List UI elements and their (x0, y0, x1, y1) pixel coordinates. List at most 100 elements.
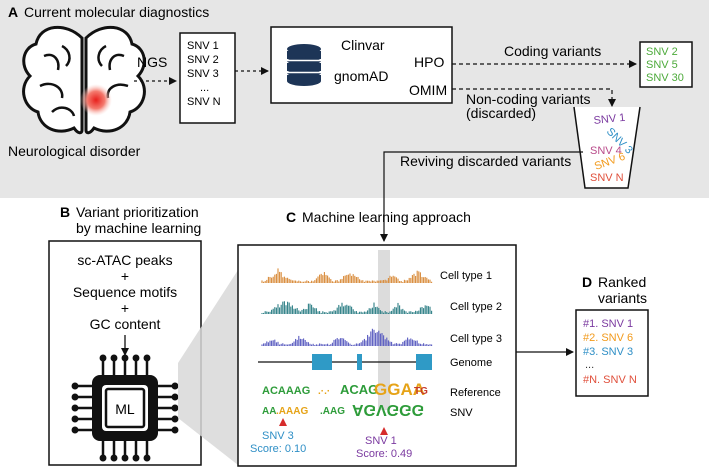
track-label: Cell type 1 (440, 270, 492, 282)
noncoding-discarded: (discarded) (466, 105, 536, 121)
coding-snv: SNV 5 (646, 59, 678, 71)
feature-motifs: Sequence motifs (73, 284, 177, 300)
genome-exon (312, 354, 332, 370)
reviving-label: Reviving discarded variants (400, 153, 571, 169)
reference-motif-logo: ACAAAG .·.· ACAG GGAA TG (262, 380, 428, 399)
panel-d-title: Ranked (598, 274, 646, 290)
db-hpo: HPO (414, 54, 444, 70)
snv-motif-logo: AA .AAAG .AAG AGVGGG (262, 401, 424, 418)
rank-item: #2. SNV 6 (583, 332, 633, 344)
panel-d-subtitle: variants (598, 290, 647, 306)
bin-snv: SNV 4 (590, 145, 622, 157)
chip-pin-end (110, 454, 118, 462)
track-cell-type-2 (261, 301, 433, 314)
ref-motif-right: TG (414, 386, 428, 397)
lesion-highlight (80, 84, 112, 116)
snv1-score: Score: 0.49 (356, 448, 412, 460)
coding-box (639, 41, 693, 88)
snv3-marker (279, 418, 287, 426)
chip-pin-end (99, 454, 107, 462)
ref-motif-center: GGAA (374, 380, 425, 399)
panel-b-letter: B (60, 204, 70, 220)
track-label: Reference (450, 387, 501, 399)
bin-snv: SNV N (590, 172, 624, 184)
track-label: Cell type 2 (450, 301, 502, 313)
ref-motif-dots: .·.· (318, 386, 330, 397)
bin-snv: SNV 1 (593, 112, 626, 127)
ref-motif-left: ACAAAG (262, 385, 310, 397)
chip-pin-end (71, 426, 79, 434)
feature-gc: GC content (90, 316, 161, 332)
chip-pin-end (143, 354, 151, 362)
coding-label: Coding variants (504, 43, 601, 59)
chip-pin-end (71, 404, 79, 412)
snv-list-item: SNV 1 (187, 40, 219, 52)
snv-motif-center: AGVGGG (352, 401, 424, 418)
chip-pin-end (171, 393, 179, 401)
track-label: Genome (450, 357, 492, 369)
snv-motif-mid: .AAG (320, 406, 345, 417)
chip-pin-end (71, 382, 79, 390)
chip-pin-end (121, 454, 129, 462)
genome-exon (416, 354, 432, 370)
chip-pin-end (171, 382, 179, 390)
snv3-score: Score: 0.10 (250, 443, 306, 455)
reviving-arrow (380, 151, 583, 242)
rank-item: #3. SNV 3 (583, 346, 633, 358)
coding-snv: SNV 30 (646, 72, 684, 84)
panel-d-letter: D (582, 274, 592, 290)
genome-exon (357, 354, 362, 370)
variant-highlight-band (378, 250, 390, 410)
noncoding-arrow (452, 88, 616, 107)
snv-motif-left: AA (262, 406, 276, 417)
snv1-marker (380, 427, 388, 435)
chip-label: ML (115, 401, 135, 417)
track-cell-type-3 (261, 328, 433, 346)
chip-pin-end (171, 426, 179, 434)
chip-pin-end (171, 415, 179, 423)
chip-pin-end (110, 354, 118, 362)
zoom-projection (178, 270, 238, 465)
rank-item: #1. SNV 1 (583, 318, 633, 330)
panel-c-title: Machine learning approach (302, 209, 471, 225)
rank-item: #N. SNV N (583, 374, 637, 386)
chip-pin-end (99, 354, 107, 362)
snv-list-box (179, 32, 236, 124)
track-label: SNV (450, 407, 473, 419)
chip-pin-end (121, 354, 129, 362)
noncoding-label: Non-coding variants (466, 91, 591, 107)
chip-pin-end (71, 393, 79, 401)
coding-snv: SNV 2 (646, 46, 678, 58)
brain-icon (22, 25, 146, 135)
ngs-label: NGS (137, 54, 167, 70)
brain-caption: Neurological disorder (8, 143, 141, 159)
panel-b-title: Variant prioritization (76, 204, 199, 220)
rank-item: ... (585, 359, 594, 371)
panel-a-letter: A (8, 4, 18, 20)
ref-motif-mid: ACAG (340, 382, 378, 397)
panel-c-letter: C (286, 209, 296, 225)
feature-atac: sc-ATAC peaks (77, 252, 172, 268)
chip-pin-end (171, 404, 179, 412)
chip-icon (71, 354, 179, 462)
ranked-box (575, 309, 649, 397)
database-icon (287, 44, 321, 86)
panel-b-subtitle: by machine learning (76, 220, 201, 236)
snv-list-item: SNV 2 (187, 54, 219, 66)
snv1-label: SNV 1 (365, 435, 397, 447)
db-gnomad: gnomAD (334, 68, 388, 84)
snv-list-item: SNV 3 (187, 68, 219, 80)
track-cell-type-1 (261, 268, 433, 283)
snv-list-item: ... (200, 82, 209, 94)
feature-plus: + (121, 300, 129, 316)
snv-list: SNV 1 SNV 2 SNV 3 ... SNV N (187, 40, 221, 108)
feature-plus: + (121, 268, 129, 284)
track-label: Cell type 3 (450, 333, 502, 345)
panel-a-title: Current molecular diagnostics (24, 4, 209, 20)
chip-pin-end (132, 454, 140, 462)
chip-pin-end (71, 415, 79, 423)
snv3-label: SNV 3 (262, 430, 294, 442)
discard-bin (573, 106, 641, 189)
chip-pin-end (143, 454, 151, 462)
